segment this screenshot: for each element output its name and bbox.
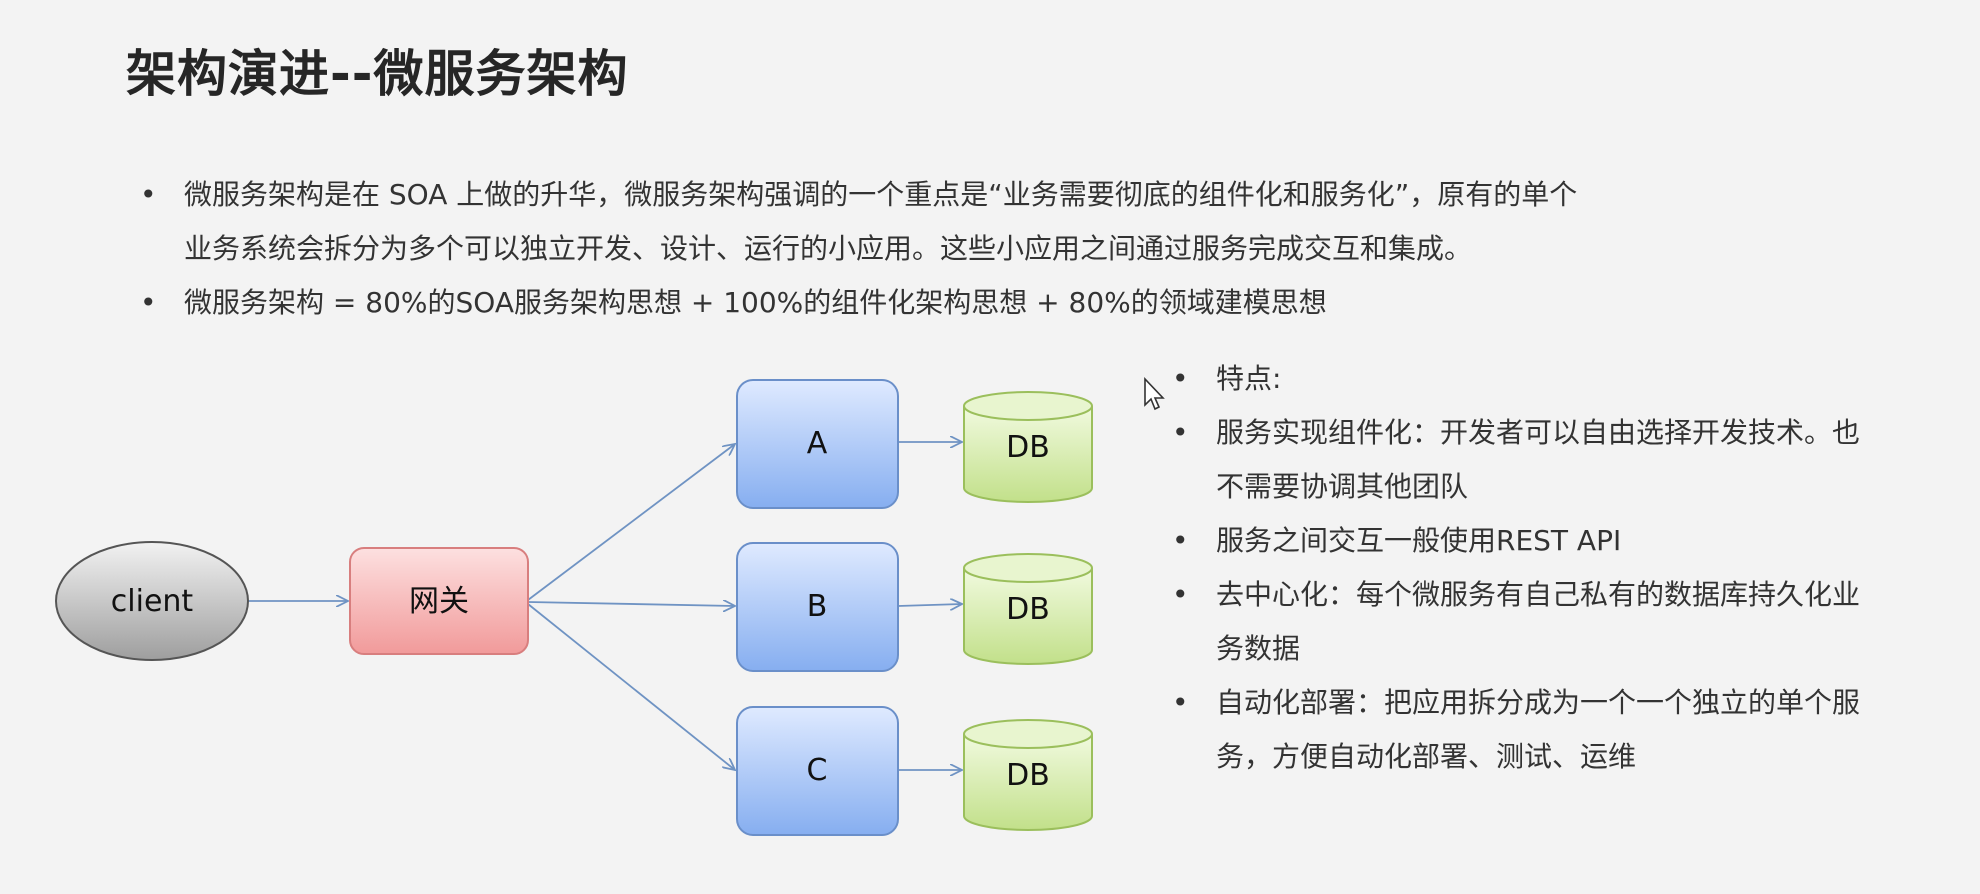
client-label: client (111, 584, 194, 619)
feature-text-line: 去中心化：每个微服务有自己私有的数据库持久化业 (1216, 578, 1861, 611)
db-label-b: DB (1006, 592, 1050, 627)
features-list: • 特点: • 服务实现组件化：开发者可以自由选择开发技术。也 不需要协调其他团… (1172, 352, 1932, 784)
feature-text-line: 服务实现组件化：开发者可以自由选择开发技术。也 (1216, 416, 1861, 449)
bullet-dot: • (1172, 524, 1189, 557)
page-title: 架构演进--微服务架构 (126, 45, 629, 103)
service-node-b: B (736, 542, 899, 672)
bullet-item: • 微服务架构是在 SOA 上做的升华，微服务架构强调的一个重点是“业务需要彻底… (140, 168, 1740, 276)
client-node: client (55, 541, 249, 661)
db-label-c: DB (1006, 758, 1050, 793)
arrow-b-db (897, 604, 962, 606)
db-cylinder-b: DB (963, 553, 1093, 665)
bullet-dot: • (1172, 362, 1189, 395)
bullet-dot: • (140, 178, 157, 211)
mouse-cursor-icon (1144, 377, 1165, 411)
feature-text-line: 不需要协调其他团队 (1216, 470, 1469, 503)
service-label-b: B (807, 589, 828, 624)
feature-text-line: 自动化部署：把应用拆分成为一个一个独立的单个服 (1216, 686, 1861, 719)
feature-item: • 服务之间交互一般使用REST API (1172, 514, 1932, 568)
feature-text-line: 务数据 (1216, 632, 1301, 665)
feature-text-line: 务，方便自动化部署、测试、运维 (1216, 740, 1637, 773)
bullet-text-line: 业务系统会拆分为多个可以独立开发、设计、运行的小应用。这些小应用之间通过服务完成… (184, 232, 1473, 265)
feature-item: • 服务实现组件化：开发者可以自由选择开发技术。也 不需要协调其他团队 (1172, 406, 1932, 514)
bullet-dot: • (1172, 578, 1189, 611)
db-cylinder-c: DB (963, 719, 1093, 831)
db-cylinder-a: DB (963, 391, 1093, 503)
service-label-c: C (807, 753, 828, 788)
service-node-a: A (736, 379, 899, 509)
service-label-a: A (807, 426, 828, 461)
architecture-diagram: client 网关 A B C DB DB (55, 379, 1093, 836)
bullet-dot: • (1172, 416, 1189, 449)
bullet-dot: • (1172, 686, 1189, 719)
feature-text-line: 特点: (1216, 362, 1282, 395)
gateway-node: 网关 (349, 547, 529, 655)
gateway-label: 网关 (409, 584, 469, 619)
bullet-dot: • (140, 286, 157, 319)
feature-item: • 特点: (1172, 352, 1932, 406)
arrow-gateway-b (527, 602, 735, 606)
feature-text-line: 服务之间交互一般使用REST API (1216, 524, 1622, 557)
arrow-gateway-a (527, 444, 735, 601)
bullet-text-line: 微服务架构 = 80%的SOA服务架构思想 + 100%的组件化架构思想 + 8… (184, 286, 1327, 319)
arrow-gateway-c (527, 603, 735, 770)
feature-item: • 自动化部署：把应用拆分成为一个一个独立的单个服 务，方便自动化部署、测试、运… (1172, 676, 1932, 784)
intro-bullets: • 微服务架构是在 SOA 上做的升华，微服务架构强调的一个重点是“业务需要彻底… (140, 168, 1740, 330)
service-node-c: C (736, 706, 899, 836)
bullet-item: • 微服务架构 = 80%的SOA服务架构思想 + 100%的组件化架构思想 +… (140, 276, 1740, 330)
bullet-text-line: 微服务架构是在 SOA 上做的升华，微服务架构强调的一个重点是“业务需要彻底的组… (184, 178, 1578, 211)
db-label-a: DB (1006, 430, 1050, 465)
feature-item: • 去中心化：每个微服务有自己私有的数据库持久化业 务数据 (1172, 568, 1932, 676)
